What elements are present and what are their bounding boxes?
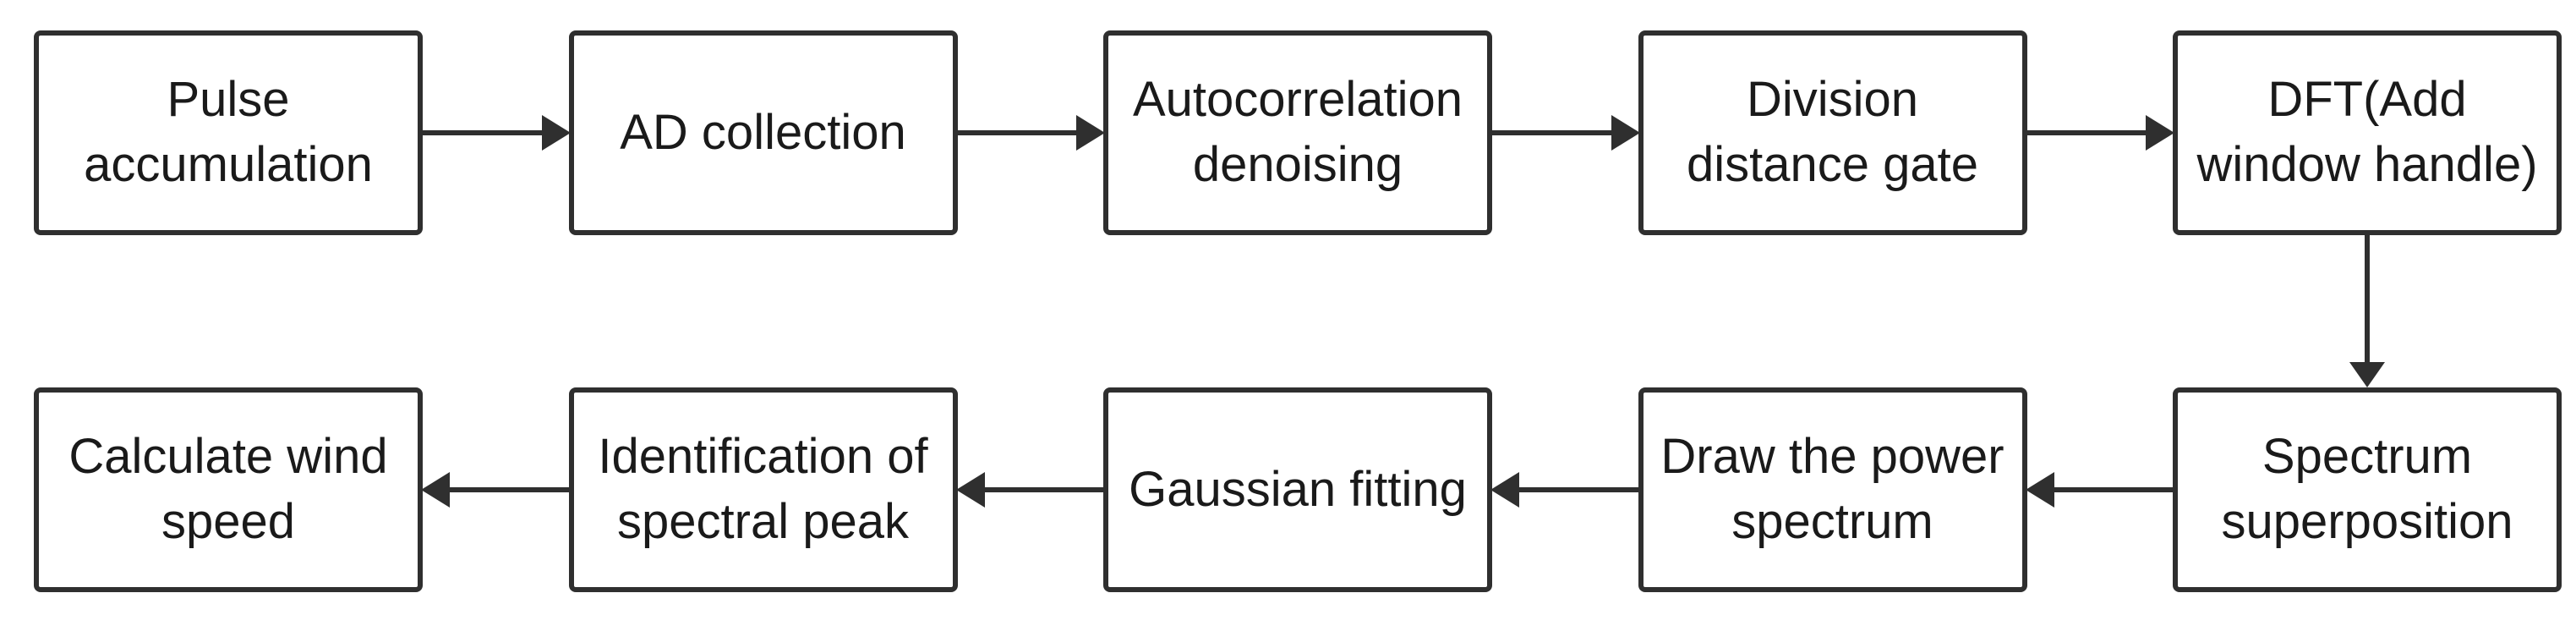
node-gaussian-fitting: Gaussian fitting <box>1103 387 1492 592</box>
arrow-left-icon <box>1490 387 1638 592</box>
arrow-head <box>2349 362 2385 387</box>
node-calculate-wind-speed-label: Calculate wind speed <box>68 429 388 549</box>
node-calculate-wind-speed: Calculate wind speed <box>34 387 423 592</box>
flow-row-top: Pulse accumulation AD collection Autocor… <box>34 30 2562 235</box>
arrow-shaft <box>446 487 569 492</box>
arrow-left-icon <box>2025 387 2173 592</box>
node-dft-add-window-handle: DFT(Add window handle) <box>2173 30 2562 235</box>
node-ad-collection-label: AD collection <box>620 104 906 160</box>
node-division-distance-gate-label: Division distance gate <box>1686 72 1979 192</box>
arrow-head <box>1076 115 1105 151</box>
arrow-down-icon <box>2349 235 2385 387</box>
arrow-right-icon <box>423 30 571 235</box>
node-identification-of-spectral-peak-label: Identification of spectral peak <box>598 429 928 549</box>
node-identification-of-spectral-peak: Identification of spectral peak <box>568 387 958 592</box>
arrow-right-icon <box>2026 30 2174 235</box>
node-pulse-accumulation-label: Pulse accumulation <box>84 72 373 192</box>
arrow-shaft <box>423 130 545 135</box>
arrow-left-icon <box>421 387 569 592</box>
node-autocorrelation-denoising: Autocorrelation denoising <box>1103 30 1492 235</box>
arrow-head <box>1490 472 1519 508</box>
arrow-shaft <box>981 487 1103 492</box>
arrow-shaft <box>2365 235 2370 362</box>
arrow-head <box>1611 115 1640 151</box>
arrow-shaft <box>957 130 1080 135</box>
node-autocorrelation-denoising-label: Autocorrelation denoising <box>1132 72 1463 192</box>
node-spectrum-superposition-label: Spectrum superposition <box>2221 429 2513 549</box>
arrow-head <box>541 115 571 151</box>
node-draw-the-power-spectrum-label: Draw the power spectrum <box>1660 429 2004 549</box>
node-division-distance-gate: Division distance gate <box>1638 30 2027 235</box>
arrow-right-icon <box>957 30 1105 235</box>
arrow-head <box>955 472 985 508</box>
node-dft-add-window-handle-label: DFT(Add window handle) <box>2196 72 2538 192</box>
arrow-head <box>421 472 450 508</box>
node-draw-the-power-spectrum: Draw the power spectrum <box>1638 387 2027 592</box>
arrow-left-icon <box>955 387 1103 592</box>
node-pulse-accumulation: Pulse accumulation <box>34 30 423 235</box>
arrow-shaft <box>2050 487 2173 492</box>
arrow-head <box>2146 115 2174 151</box>
arrow-shaft <box>1492 130 1615 135</box>
node-ad-collection: AD collection <box>568 30 958 235</box>
arrow-shaft <box>1516 487 1638 492</box>
node-spectrum-superposition: Spectrum superposition <box>2173 387 2562 592</box>
node-gaussian-fitting-label: Gaussian fitting <box>1129 461 1467 517</box>
arrow-shaft <box>2026 130 2149 135</box>
arrow-head <box>2025 472 2054 508</box>
arrow-right-icon <box>1492 30 1640 235</box>
flow-row-bottom: Calculate wind speed Identification of s… <box>34 387 2562 592</box>
